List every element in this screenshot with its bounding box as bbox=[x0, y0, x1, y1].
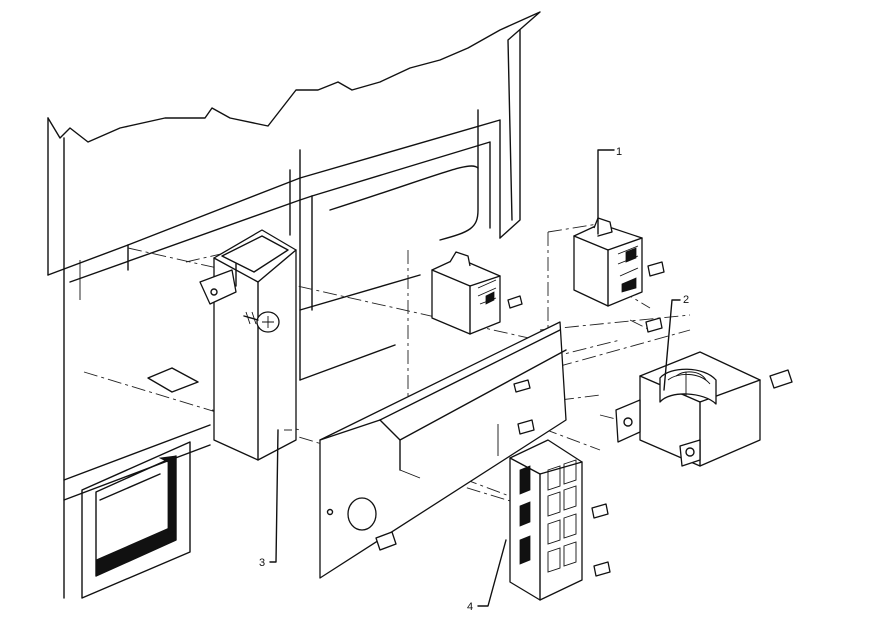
transformer-part-2 bbox=[615, 351, 793, 467]
relay-part-1 bbox=[573, 217, 665, 333]
callout-leaders bbox=[269, 149, 681, 607]
cover-plate bbox=[319, 321, 567, 579]
callout-3: 3 bbox=[259, 557, 265, 569]
callout-2: 2 bbox=[683, 294, 689, 306]
mounting-bracket bbox=[199, 229, 297, 461]
cabinet-housing bbox=[47, 11, 541, 599]
callout-4: 4 bbox=[467, 601, 473, 613]
terminal-block-part-4 bbox=[509, 439, 611, 601]
callout-1: 1 bbox=[616, 146, 622, 158]
